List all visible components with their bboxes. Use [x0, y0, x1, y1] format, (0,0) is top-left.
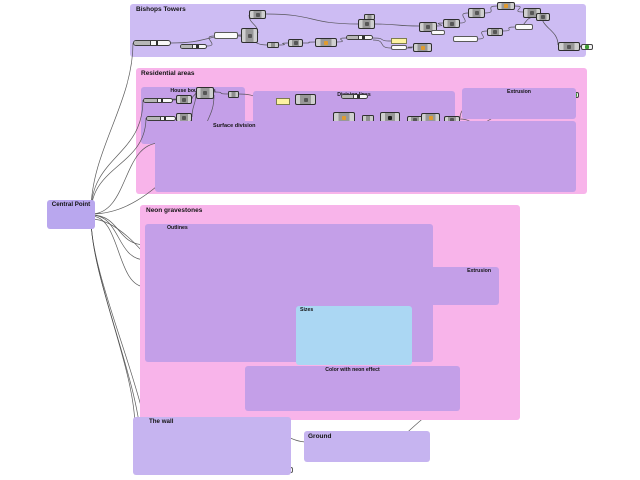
gh-component[interactable] — [288, 39, 303, 47]
gh-number-slider[interactable] — [346, 35, 373, 40]
gh-value-capsule[interactable] — [453, 36, 478, 42]
group-surface-division[interactable]: Surface division — [155, 121, 576, 192]
group-extrusion-residential[interactable]: Extrusion — [462, 88, 576, 119]
group-the-wall[interactable]: The wall — [133, 417, 291, 475]
gh-panel[interactable] — [391, 38, 407, 44]
slider-label-cap — [181, 45, 194, 48]
slider-knob[interactable] — [196, 45, 199, 48]
orange-icon — [504, 4, 508, 8]
gh-number-slider[interactable] — [133, 40, 171, 46]
slider-knob[interactable] — [163, 117, 167, 120]
component-icon — [182, 115, 186, 120]
component-icon — [303, 97, 308, 102]
slider-knob[interactable] — [155, 41, 159, 45]
gh-component[interactable] — [249, 10, 266, 19]
component-icon — [388, 115, 392, 120]
bishops-towers-label: Bishops Towers — [136, 5, 186, 13]
outlines-label: Outlines — [167, 224, 188, 231]
orange-icon — [342, 115, 346, 120]
group-ground[interactable]: Ground — [304, 431, 430, 462]
gh-component[interactable] — [196, 87, 214, 99]
gh-component[interactable] — [358, 19, 375, 29]
component-icon — [203, 91, 207, 95]
component-icon — [426, 25, 430, 29]
gh-number-slider[interactable] — [341, 94, 368, 99]
central-point-label: Central Point — [51, 200, 91, 208]
component-icon — [247, 33, 252, 38]
group-extrusion-neon[interactable]: Extrusion — [408, 267, 499, 305]
gh-value-capsule[interactable] — [515, 24, 533, 30]
slider-label-cap — [147, 117, 161, 120]
gh-number-slider[interactable] — [146, 116, 176, 121]
gh-component[interactable] — [419, 22, 437, 32]
slider-knob[interactable] — [357, 95, 360, 98]
gh-value-capsule[interactable] — [391, 45, 407, 50]
gh-component-orange-icon[interactable] — [315, 38, 337, 47]
group-sizes[interactable]: Sizes — [296, 306, 412, 365]
slider-label-cap — [342, 95, 355, 98]
component-icon — [182, 97, 186, 102]
gh-component[interactable] — [241, 28, 258, 43]
the-wall-label: The wall — [149, 417, 174, 425]
residential-areas-label: Residential areas — [141, 69, 195, 77]
neon-gravestones-label: Neon gravestones — [146, 206, 203, 214]
gh-small-node[interactable] — [267, 42, 279, 48]
slider-label-cap — [347, 36, 360, 39]
component-icon — [255, 12, 260, 17]
gh-toggle[interactable] — [581, 44, 593, 50]
gh-panel[interactable] — [276, 98, 290, 105]
slider-label-cap — [144, 99, 158, 102]
color-neon-label: Color with neon effect — [325, 366, 380, 373]
orange-icon — [324, 40, 328, 45]
gh-number-slider[interactable] — [180, 44, 207, 49]
component-icon — [567, 44, 571, 49]
gh-component[interactable] — [295, 94, 316, 105]
gh-component[interactable] — [443, 19, 460, 28]
gh-number-slider[interactable] — [143, 98, 173, 103]
gh-component[interactable] — [487, 28, 503, 36]
group-central-point[interactable]: Central Point — [47, 200, 95, 229]
gh-component[interactable] — [558, 42, 580, 51]
component-icon — [449, 21, 454, 26]
component-icon — [413, 118, 417, 122]
slider-knob[interactable] — [362, 36, 365, 39]
component-icon — [450, 118, 454, 122]
gh-value-capsule[interactable] — [214, 32, 238, 39]
orange-icon — [420, 45, 425, 50]
orange-icon — [428, 116, 433, 120]
gh-component-orange-icon[interactable] — [413, 43, 432, 52]
component-icon — [364, 22, 369, 26]
component-icon — [474, 11, 479, 15]
gh-value-capsule[interactable] — [431, 30, 445, 35]
gh-component[interactable] — [468, 8, 485, 18]
slider-label-cap — [134, 41, 152, 45]
component-icon — [493, 30, 497, 34]
extrusion-residential-label: Extrusion — [507, 88, 531, 95]
house-boundaries-label: House boundaries — [170, 87, 216, 94]
gh-component[interactable] — [176, 95, 192, 104]
gh-component-orange-icon[interactable] — [497, 2, 515, 10]
green-check-icon — [585, 45, 589, 49]
gh-component[interactable] — [536, 13, 550, 21]
gh-small-node[interactable] — [228, 91, 239, 98]
surface-division-label: Surface division — [213, 122, 256, 129]
ground-label: Ground — [308, 432, 332, 440]
group-color-neon[interactable]: Color with neon effect — [245, 366, 460, 411]
sizes-label: Sizes — [300, 306, 314, 313]
slider-knob[interactable] — [160, 99, 164, 102]
component-icon — [541, 15, 545, 19]
component-icon — [530, 11, 534, 15]
extrusion-neon-label: Extrusion — [467, 267, 491, 274]
component-icon — [293, 41, 298, 45]
